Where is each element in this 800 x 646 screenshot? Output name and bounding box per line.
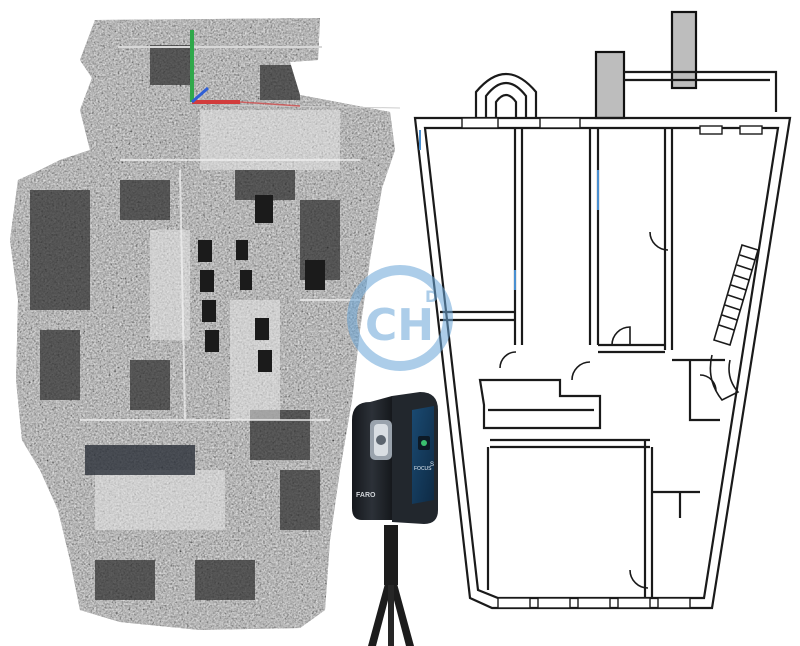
chimney-1	[594, 50, 626, 120]
tripod	[368, 525, 414, 646]
watermark-superscript: DI	[425, 287, 444, 306]
axis-z-line	[191, 86, 209, 104]
scanner-model-suffix: S	[430, 462, 434, 468]
axes-gizmo	[190, 30, 301, 107]
arched-bay	[474, 72, 538, 118]
scanner-status-light	[421, 440, 427, 446]
floor-plan-drawing	[413, 10, 792, 610]
scanner-model-label: FOCUS	[414, 466, 432, 472]
staircase	[709, 243, 759, 402]
chimney-2	[670, 10, 698, 90]
laser-scanner-device: FARO FOCUS S	[352, 392, 438, 646]
watermark-logo: CH DI	[347, 265, 453, 371]
scanner-brand-label: FARO	[356, 492, 376, 499]
watermark-letters: CH	[365, 300, 434, 351]
